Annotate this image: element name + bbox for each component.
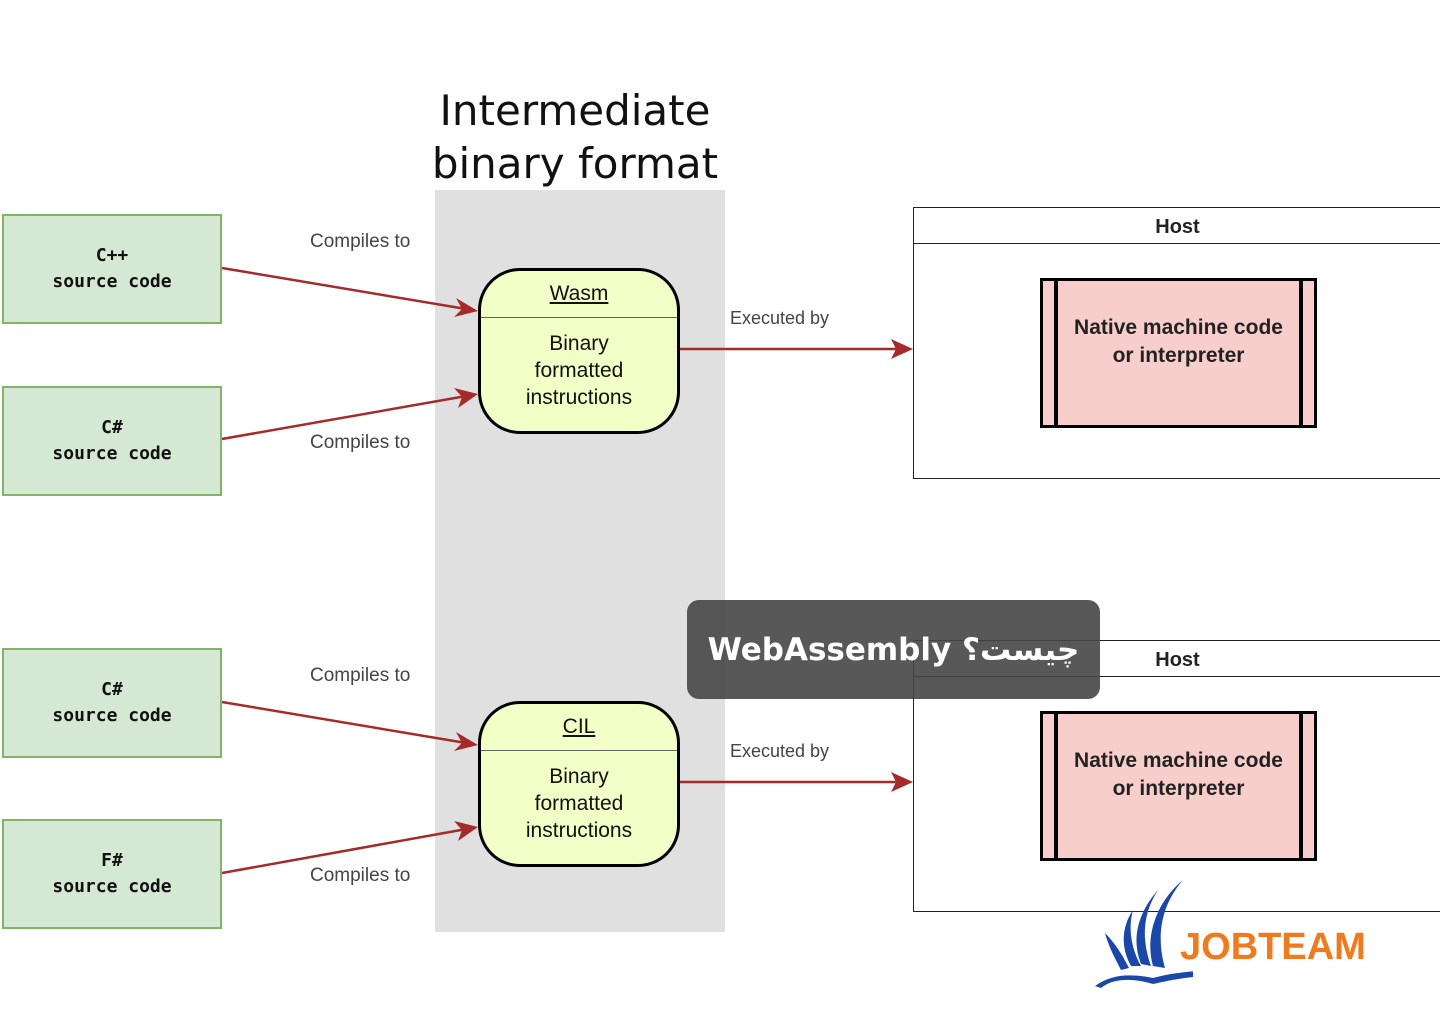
host-box: Host [913,207,1440,479]
native-line: or interpreter [1112,777,1245,800]
node-body: Binary formatted instructions [481,318,677,411]
arrowhead [891,772,913,792]
edge-label: Compiles to [310,865,411,886]
arrow-csharp-wasm [221,393,473,441]
source-text: source code [52,443,172,464]
native-text: Native machine code or interpreter [1043,314,1314,370]
native-line: or interpreter [1112,344,1245,367]
source-box-fsharp: F# source code [2,819,222,929]
node-body: Binary formatted instructions [481,751,677,844]
arrowhead [454,732,478,751]
caption-overlay: WebAssembly چیست؟ [687,600,1100,699]
native-line: Native machine code [1074,316,1283,339]
source-lang: F# [101,850,123,871]
native-code-box: Native machine code or interpreter [1040,711,1317,861]
edge-label: Compiles to [310,665,411,686]
body-line: instructions [525,819,633,842]
edge-label: Compiles to [310,432,411,453]
title-line-2: binary format [431,139,719,188]
edge-label: Compiles to [310,231,411,252]
edge-label: Executed by [730,741,830,761]
node-header: Wasm [481,271,677,318]
source-lang: C# [101,417,123,438]
jobteam-logo-text: JOBTEAM [1180,926,1366,968]
native-text: Native machine code or interpreter [1043,747,1314,803]
host-title: Host [914,208,1440,244]
edge-label: Executed by [730,308,830,328]
source-box-csharp-2: C# source code [2,648,222,758]
source-box-csharp: C# source code [2,386,222,496]
cil-node: CIL Binary formatted instructions [478,701,680,867]
body-line: formatted [534,792,624,815]
arrowhead [454,821,478,841]
arrowhead [891,339,913,359]
source-text: source code [52,271,172,292]
body-line: formatted [534,359,624,382]
host-box: Host [913,640,1440,912]
native-code-box: Native machine code or interpreter [1040,278,1317,428]
source-lang: C++ [95,245,129,266]
arrowhead [454,388,478,408]
title-line-1: Intermediate [439,86,711,135]
wasm-node: Wasm Binary formatted instructions [478,268,680,434]
jobteam-logo-icon [1095,880,1193,988]
arrow-cpp-wasm [221,266,473,312]
body-line: Binary [549,332,609,355]
source-box-cpp: C++ source code [2,214,222,324]
body-line: Binary [549,765,609,788]
source-lang: C# [101,679,123,700]
native-line: Native machine code [1074,749,1283,772]
arrow-csharp-cil [221,700,473,746]
source-text: source code [52,705,172,726]
body-line: instructions [525,386,633,409]
source-text: source code [52,876,172,897]
host-title: Host [914,641,1440,677]
arrowhead [454,298,478,317]
node-header: CIL [481,704,677,751]
arrow-fsharp-cil [221,826,473,875]
